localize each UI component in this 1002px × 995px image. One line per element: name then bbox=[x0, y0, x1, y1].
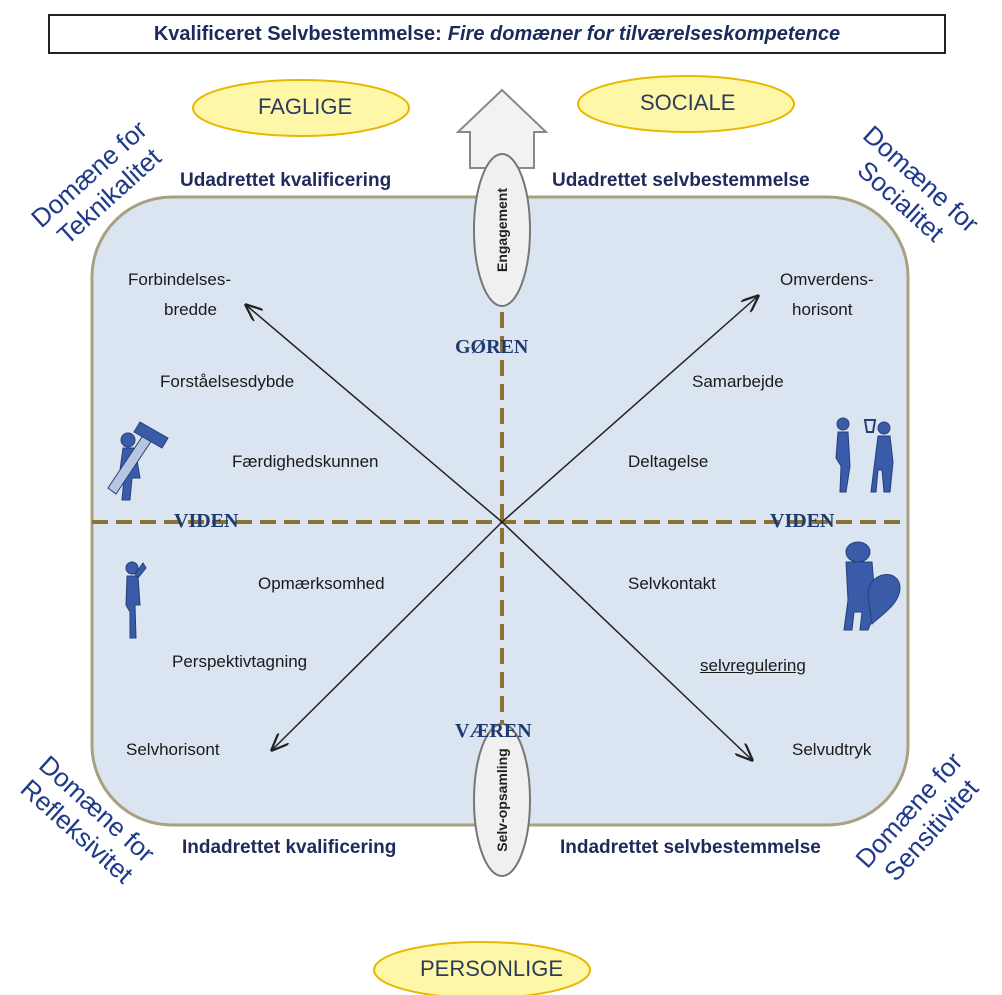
item-omverdens: Omverdens- bbox=[780, 270, 874, 289]
item-selvhorisont: Selvhorisont bbox=[126, 740, 220, 759]
item-horisont: horisont bbox=[792, 300, 853, 319]
thinking-figure-icon bbox=[125, 561, 147, 639]
two-people-talking-icon bbox=[835, 417, 894, 493]
arrow-bottom-left bbox=[272, 521, 503, 750]
item-samarbejde: Samarbejde bbox=[692, 372, 784, 391]
axis-label-viden-right: VIDEN bbox=[770, 510, 835, 532]
title-main: Kvalificeret Selvbestemmelse: bbox=[153, 22, 442, 45]
engagement-label: Engagement bbox=[494, 188, 510, 273]
item-selvkontakt: Selvkontakt bbox=[628, 574, 716, 593]
item-forstaelsesdybde: Forståelsesdybde bbox=[160, 372, 295, 391]
heading-udadrettet-kvalificering: Udadrettet kvalificering bbox=[180, 170, 392, 191]
oval-faglige-label: FAGLIGE bbox=[258, 94, 353, 119]
arrow-top-left bbox=[246, 305, 503, 523]
heading-udadrettet-selvbestemmelse: Udadrettet selvbestemmelse bbox=[552, 170, 810, 191]
item-forbindelses: Forbindelses- bbox=[128, 270, 231, 289]
diagram-title-box: Kvalificeret Selvbestemmelse: Fire domæn… bbox=[48, 14, 946, 54]
oval-sociale bbox=[577, 75, 795, 133]
heading-indadrettet-selvbestemmelse: Indadrettet selvbestemmelse bbox=[560, 837, 821, 858]
oval-personlige-label: PERSONLIGE bbox=[420, 956, 564, 981]
item-opmaerksomhed: Opmærksomhed bbox=[258, 574, 385, 593]
item-bredde: bredde bbox=[164, 300, 217, 319]
axis-label-vaeren: VÆREN bbox=[455, 720, 532, 742]
item-faerdighedskunnen: Færdighedskunnen bbox=[232, 452, 379, 471]
item-selvregulering: selvregulering bbox=[700, 656, 806, 675]
selv-opsamling-oval bbox=[473, 723, 531, 877]
oval-sociale-label: SOCIALE bbox=[640, 90, 736, 115]
title-subtitle: Fire domæner for tilværelseskompetence bbox=[447, 22, 841, 45]
hammer-figure-icon bbox=[107, 421, 169, 501]
axis-label-viden-left: VIDEN bbox=[174, 510, 239, 532]
item-perspektivtagning: Perspektivtagning bbox=[172, 652, 308, 671]
item-selvudtryk: Selvudtryk bbox=[792, 740, 872, 759]
oval-faglige bbox=[192, 79, 410, 137]
item-deltagelse: Deltagelse bbox=[628, 452, 709, 471]
axis-label-goren: GØREN bbox=[455, 336, 529, 358]
heading-indadrettet-kvalificering: Indadrettet kvalificering bbox=[182, 837, 397, 858]
engagement-oval bbox=[473, 153, 531, 307]
arrow-bottom-right bbox=[501, 521, 752, 760]
up-block-arrow bbox=[455, 88, 549, 169]
arrow-top-right bbox=[501, 296, 758, 523]
oval-personlige bbox=[373, 941, 591, 995]
heart-figure-icon bbox=[843, 541, 901, 631]
selv-opsamling-label: Selv-opsamling bbox=[494, 748, 510, 852]
